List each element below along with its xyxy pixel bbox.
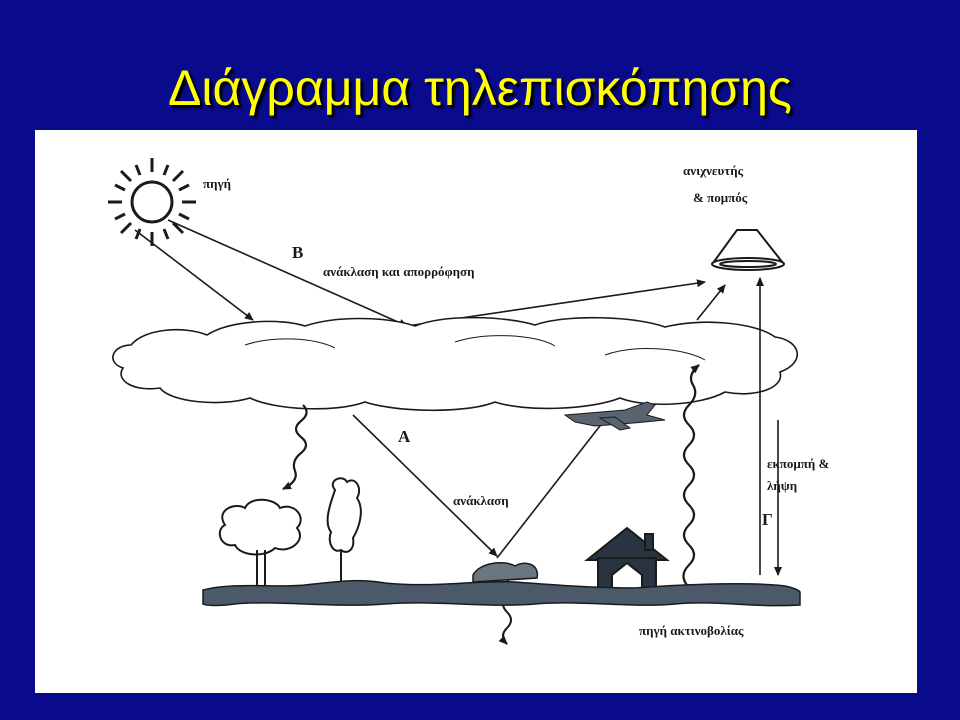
path-b-label: ανάκλαση και απορρόφηση <box>323 264 475 279</box>
path-b-letter: Β <box>292 243 303 262</box>
slide-title: Διάγραμμα τηλεπισκόπησης <box>167 60 793 116</box>
rock-icon <box>472 562 539 583</box>
reflection-label: ανάκλαση <box>453 493 509 508</box>
diagram-canvas: πηγή ανιχνευτής & πομπός Β ανάκλαση και … <box>108 158 830 645</box>
scattered-radiation-wave <box>282 404 308 490</box>
sun-icon <box>108 158 196 246</box>
tree-bushy-icon <box>218 498 302 592</box>
cloud-shape <box>112 316 799 412</box>
tree-tall-icon <box>326 477 362 588</box>
airplane-icon <box>563 401 666 431</box>
source-label: πηγή <box>203 176 231 191</box>
path-g-letter: Γ <box>762 510 773 529</box>
path-a-arrows <box>352 277 782 576</box>
radiation-source-label: πηγή ακτινοβολίας <box>639 623 744 638</box>
emitted-radiation-wave <box>682 364 700 586</box>
emission-label-line1: εκπομπή & <box>767 456 830 471</box>
house-icon <box>584 526 670 591</box>
remote-sensing-diagram: πηγή ανιχνευτής & πομπός Β ανάκλαση και … <box>35 130 917 693</box>
detector-icon <box>711 229 786 271</box>
detector-label-line1: ανιχνευτής <box>683 163 744 178</box>
path-a-letter: Α <box>398 427 411 446</box>
ground-surface <box>202 579 801 607</box>
detector-label-line2: & πομπός <box>693 190 748 205</box>
emission-label-line2: λήψη <box>767 478 797 493</box>
